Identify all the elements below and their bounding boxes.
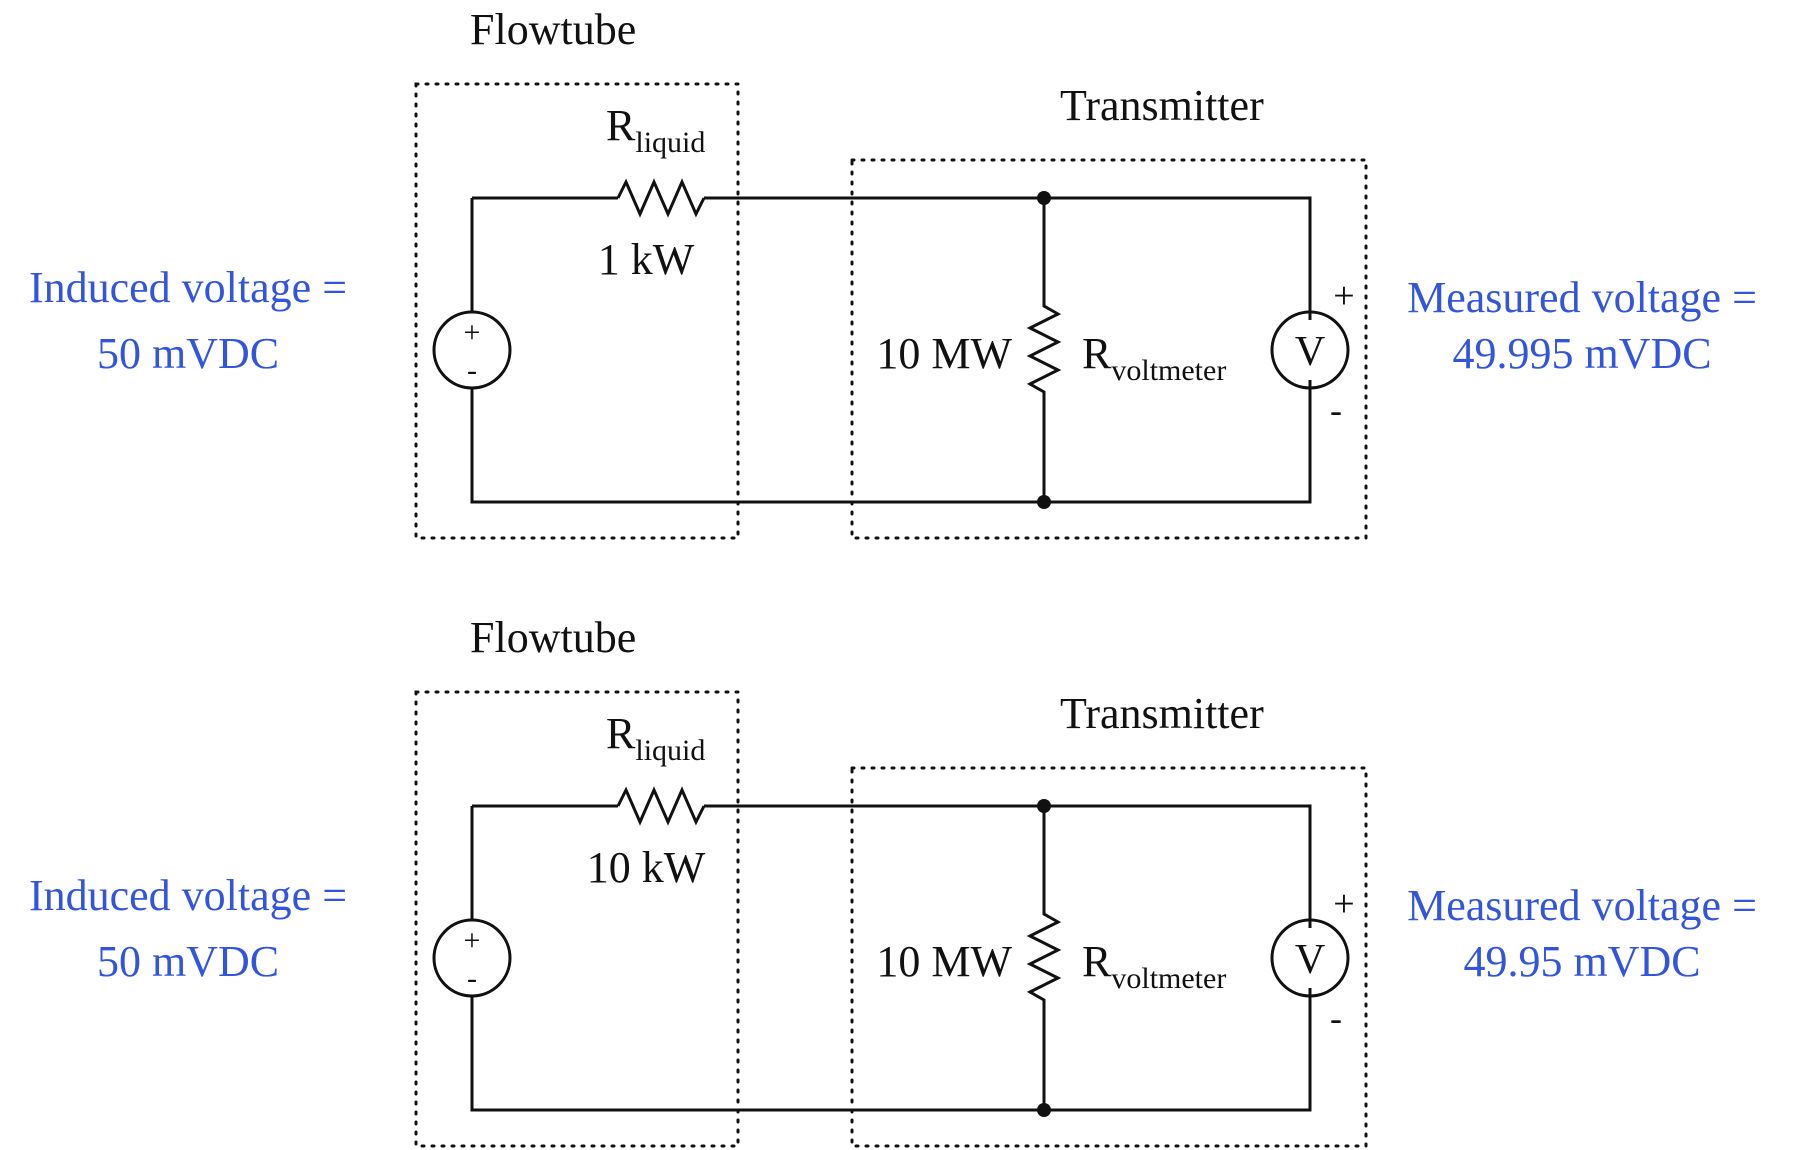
induced-voltage-label: Induced voltage =	[29, 263, 347, 312]
bottom-wire	[470, 380, 1312, 504]
r-liquid-main: R	[606, 101, 636, 150]
voltmeter-icon	[1270, 918, 1350, 998]
voltmeter-icon	[1270, 310, 1350, 390]
voltmeter-symbol: V	[1295, 329, 1325, 375]
voltmeter-plus-sign: +	[1333, 275, 1354, 317]
voltmeter-minus-sign: -	[1330, 390, 1342, 430]
r-voltmeter-main: R	[1082, 937, 1112, 986]
r-voltmeter-resistor	[1026, 198, 1062, 502]
r-liquid-label: Rliquid	[606, 709, 705, 767]
transmitter-boundary	[850, 158, 1368, 540]
flowtube-label: Flowtube	[470, 5, 636, 54]
r-liquid-value: 1 kW	[598, 235, 695, 284]
r-voltmeter-subscript: voltmeter	[1111, 354, 1226, 387]
top-wire-right	[704, 196, 1312, 320]
r-liquid-subscript: liquid	[635, 126, 705, 159]
transmitter-label: Transmitter	[1060, 81, 1264, 130]
r-voltmeter-label: Rvoltmeter	[1082, 329, 1226, 387]
voltmeter-plus-sign: +	[1333, 883, 1354, 925]
source-plus-sign: +	[464, 316, 481, 349]
induced-voltage-label: Induced voltage =	[29, 871, 347, 920]
r-liquid-resistor	[616, 178, 706, 218]
bottom-wire	[470, 988, 1312, 1112]
voltmeter-symbol: V	[1295, 937, 1325, 983]
source-minus-sign: -	[467, 962, 477, 995]
junction-dot-top	[1037, 191, 1051, 205]
r-liquid-resistor	[616, 786, 706, 826]
voltage-source-icon	[432, 918, 512, 998]
junction-dot-top	[1037, 799, 1051, 813]
source-plus-sign: +	[464, 924, 481, 957]
r-voltmeter-value: 10 MW	[876, 329, 1012, 378]
top-wire-right	[704, 804, 1312, 928]
r-liquid-main: R	[606, 709, 636, 758]
measured-voltage-value: 49.95 mVDC	[1463, 937, 1700, 986]
r-liquid-label: Rliquid	[606, 101, 705, 159]
r-voltmeter-main: R	[1082, 329, 1112, 378]
measured-voltage-label: Measured voltage =	[1407, 273, 1757, 322]
r-liquid-subscript: liquid	[635, 734, 705, 767]
transmitter-label: Transmitter	[1060, 689, 1264, 738]
r-voltmeter-label: Rvoltmeter	[1082, 937, 1226, 995]
measured-voltage-label: Measured voltage =	[1407, 881, 1757, 930]
measured-voltage-value: 49.995 mVDC	[1452, 329, 1711, 378]
source-minus-sign: -	[467, 354, 477, 387]
r-voltmeter-resistor	[1026, 806, 1062, 1110]
junction-dot-bottom	[1037, 495, 1051, 509]
induced-voltage-value: 50 mVDC	[97, 329, 279, 378]
voltmeter-minus-sign: -	[1330, 998, 1342, 1038]
circuit-1: Flowtube Transmitter + - V + - Rliquid 1…	[29, 5, 1757, 540]
voltage-source-icon	[432, 310, 512, 390]
r-liquid-value: 10 kW	[587, 843, 706, 892]
flowtube-label: Flowtube	[470, 613, 636, 662]
flowtube-boundary	[414, 690, 740, 1148]
r-voltmeter-value: 10 MW	[876, 937, 1012, 986]
r-voltmeter-subscript: voltmeter	[1111, 962, 1226, 995]
junction-dot-bottom	[1037, 1103, 1051, 1117]
induced-voltage-value: 50 mVDC	[97, 937, 279, 986]
flowtube-boundary	[414, 82, 740, 540]
circuit-2: Flowtube Transmitter + - V + - Rliquid 1…	[29, 613, 1757, 1148]
transmitter-boundary	[850, 766, 1368, 1148]
